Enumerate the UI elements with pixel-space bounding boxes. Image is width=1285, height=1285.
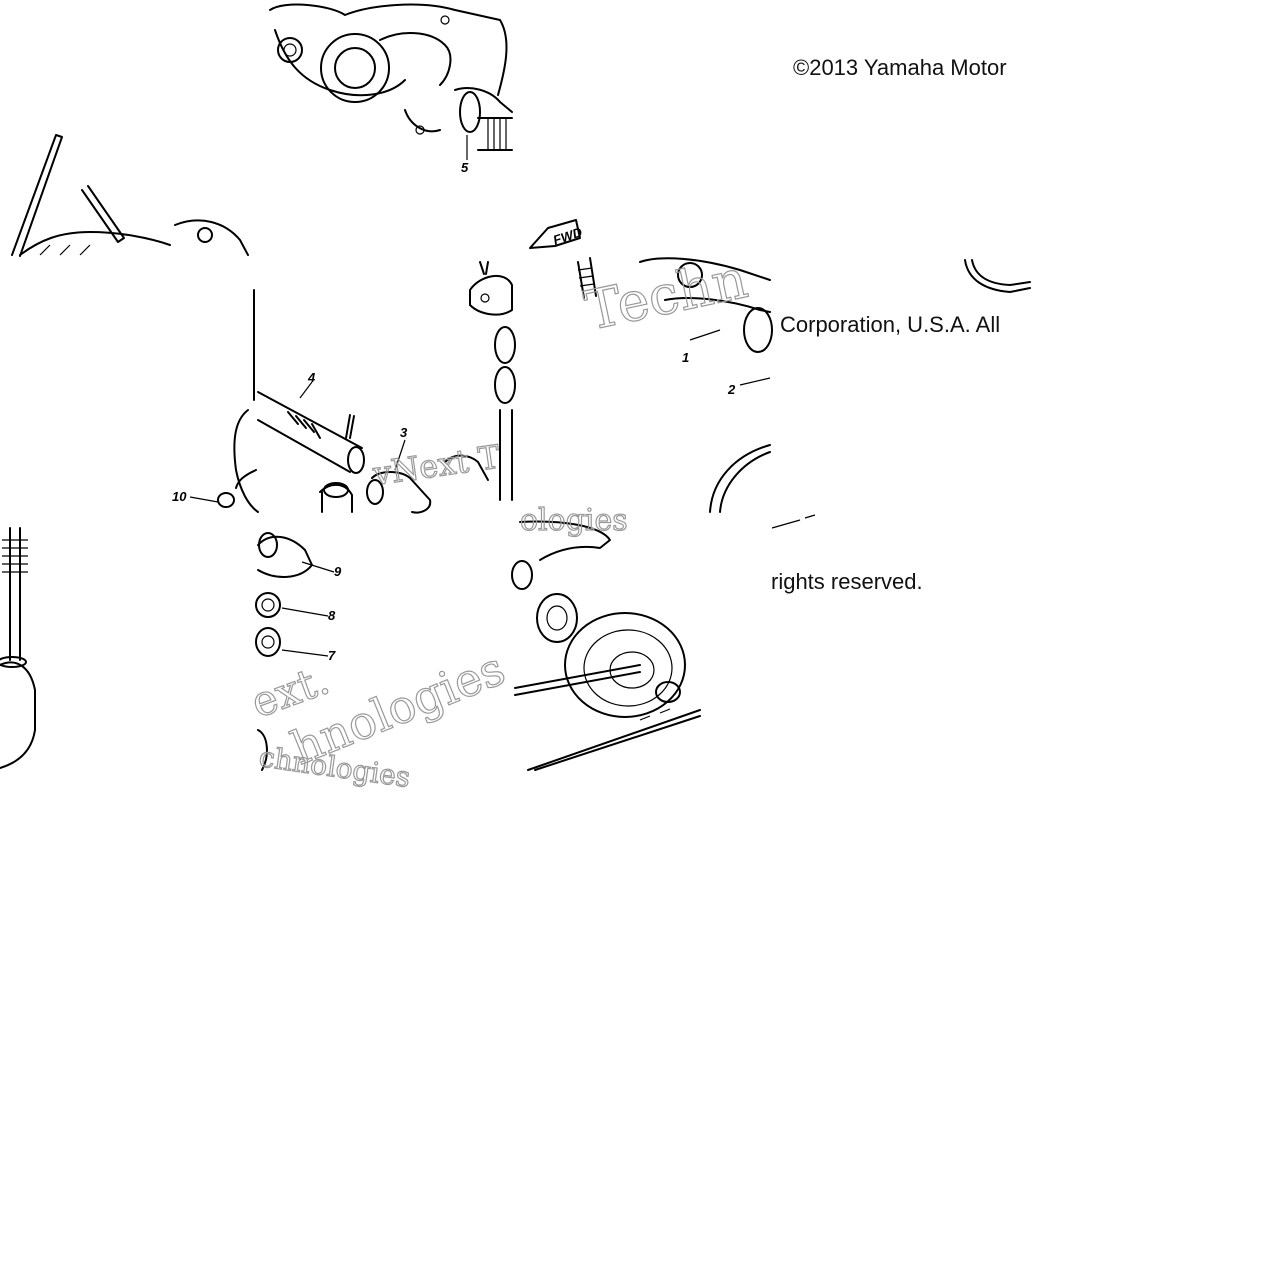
copyright-line-3: rights reserved. bbox=[771, 569, 923, 594]
tile-left-rod bbox=[11, 134, 249, 257]
tile-bottom-pulley bbox=[511, 520, 701, 771]
callout-7: 7 bbox=[328, 648, 336, 663]
callout-4: 4 bbox=[307, 370, 316, 385]
direction-label: FWD bbox=[551, 224, 584, 248]
callout-2: 2 bbox=[727, 382, 736, 397]
watermark-segment-3: ologies bbox=[520, 503, 628, 538]
watermark: Techn vNext T ologies ext. hnologies chn… bbox=[244, 246, 753, 794]
copyright-line-2: Corporation, U.S.A. All bbox=[780, 312, 1000, 337]
callout-9: 9 bbox=[334, 564, 342, 579]
tile-bottom-left-shaft bbox=[0, 527, 36, 769]
tile-top-engine: 5 bbox=[269, 3, 513, 175]
tile-bottom-stack: 9 8 7 bbox=[255, 532, 342, 771]
hose-fragment bbox=[964, 259, 1031, 293]
callout-3: 3 bbox=[400, 425, 408, 440]
callout-10: 10 bbox=[172, 489, 187, 504]
copyright-line-1: ©2013 Yamaha Motor bbox=[793, 55, 1007, 80]
tile-left-shaft: 10 bbox=[172, 289, 259, 513]
tile-center-parts: 4 3 bbox=[257, 261, 516, 514]
watermark-segment-1: Techn bbox=[580, 247, 753, 343]
watermark-segment-2: vNext T bbox=[370, 437, 503, 493]
callout-5: 5 bbox=[461, 160, 469, 175]
callout-8: 8 bbox=[328, 608, 336, 623]
callout-1: 1 bbox=[682, 350, 689, 365]
